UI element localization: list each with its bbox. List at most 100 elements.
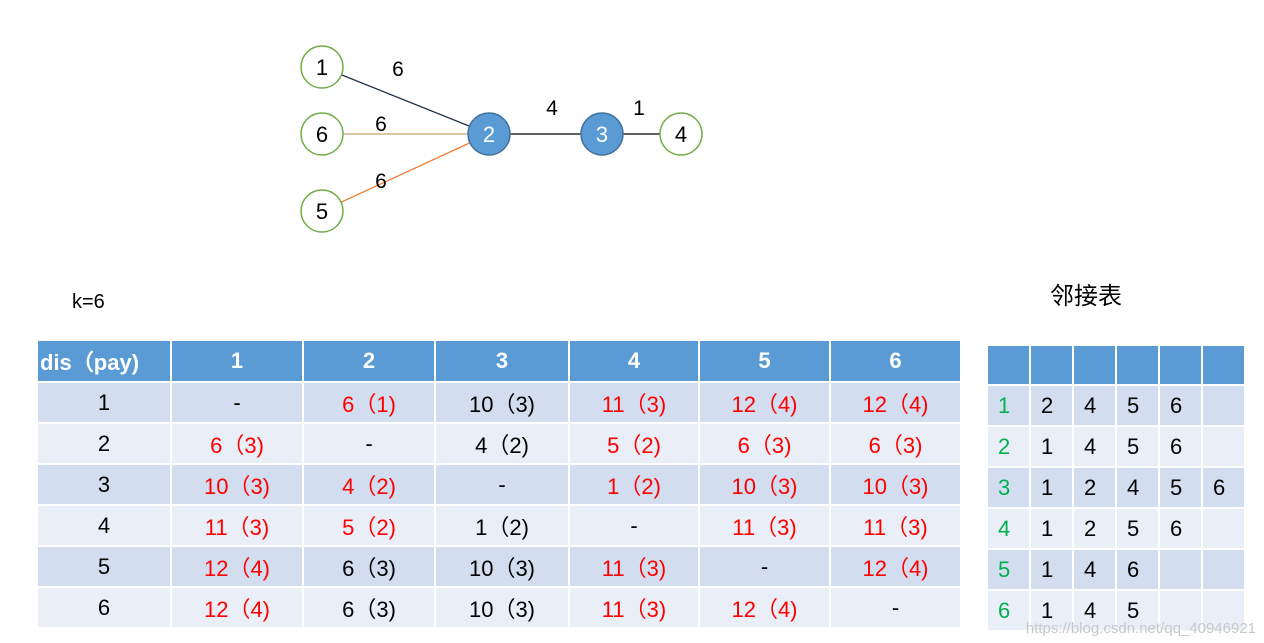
adjacency-neighbor: 6 xyxy=(1115,548,1160,591)
adjacency-neighbor xyxy=(1158,589,1203,632)
table-cell: - xyxy=(568,504,700,547)
adjacency-table-header xyxy=(986,344,1246,386)
adjacency-neighbor: 5 xyxy=(1115,384,1160,427)
table-cell: 12（4) xyxy=(698,381,831,424)
adjacency-neighbor: 2 xyxy=(1029,384,1074,427)
table-cell: 12（4) xyxy=(698,586,831,629)
header-col-1: 1 xyxy=(170,339,304,383)
table-cell: 6（3) xyxy=(829,422,962,465)
watermark: https://blog.csdn.net/qq_40946921 xyxy=(1025,620,1256,637)
node-4-label: 4 xyxy=(675,122,687,147)
table-cell: - xyxy=(698,545,831,588)
edge-1-2 xyxy=(321,66,490,135)
adjacency-neighbor: 4 xyxy=(1072,384,1117,427)
adjacency-neighbor: 5 xyxy=(1115,507,1160,550)
header-col-5: 5 xyxy=(698,339,831,383)
table-cell: 6（3) xyxy=(302,586,436,629)
table-cell: 6（3) xyxy=(698,422,831,465)
adjacency-neighbor: 4 xyxy=(1115,466,1160,509)
adjacency-neighbor xyxy=(1158,548,1203,591)
table-cell: 6（3) xyxy=(170,422,304,465)
node-2-circle xyxy=(467,112,511,156)
node-1-circle xyxy=(300,45,344,89)
row-label: 5 xyxy=(36,545,172,588)
table-row: 1-6（1)10（3)11（3)12（4)12（4) xyxy=(36,381,962,424)
header-col-2: 2 xyxy=(302,339,436,383)
node-3-circle xyxy=(580,112,624,156)
node-6-circle xyxy=(300,112,344,156)
table-cell: - xyxy=(302,422,436,465)
adjacency-neighbor: 6 xyxy=(1158,507,1203,550)
node-5-circle xyxy=(300,189,344,233)
adjacency-neighbor: 4 xyxy=(1072,425,1117,468)
edge-weight-3-4: 1 xyxy=(633,97,645,120)
node-6-label: 6 xyxy=(316,122,328,147)
adjacency-header-cell xyxy=(1201,344,1246,386)
adjacency-neighbor: 4 xyxy=(1072,589,1117,632)
adjacency-neighbor: 5 xyxy=(1158,466,1203,509)
table-cell: - xyxy=(829,586,962,629)
adjacency-head-node: 4 xyxy=(986,507,1031,550)
table-cell: 11（3) xyxy=(568,381,700,424)
table-cell: 10（3) xyxy=(434,545,570,588)
table-cell: 11（3) xyxy=(829,504,962,547)
table-cell: 4（2) xyxy=(302,463,436,506)
node-5-label: 5 xyxy=(316,199,328,224)
adjacency-neighbor: 5 xyxy=(1115,589,1160,632)
node-1-label: 1 xyxy=(316,55,328,80)
adjacency-neighbor: 5 xyxy=(1115,425,1160,468)
table-cell: 12（4) xyxy=(170,545,304,588)
edge-5-2 xyxy=(321,133,490,212)
adjacency-neighbor: 2 xyxy=(1072,466,1117,509)
table-cell: 12（4) xyxy=(170,586,304,629)
table-cell: - xyxy=(170,381,304,424)
adjacency-neighbor xyxy=(1201,589,1246,632)
node-2-label: 2 xyxy=(483,122,495,147)
header-col-3: 3 xyxy=(434,339,570,383)
table-cell: 11（3) xyxy=(170,504,304,547)
adjacency-header-cell xyxy=(986,344,1031,386)
adjacency-neighbor: 2 xyxy=(1072,507,1117,550)
row-label: 1 xyxy=(36,381,172,424)
edge-weight-6-2: 6 xyxy=(375,113,387,136)
adjacency-neighbor xyxy=(1201,507,1246,550)
adjacency-head-node: 3 xyxy=(986,466,1031,509)
table-cell: 10（3) xyxy=(434,381,570,424)
adjacency-neighbor xyxy=(1201,384,1246,427)
table-cell: 1（2) xyxy=(568,463,700,506)
header-col-4: 4 xyxy=(568,339,700,383)
adjacency-head-node: 6 xyxy=(986,589,1031,632)
adjacency-neighbor: 6 xyxy=(1158,425,1203,468)
edge-weight-1-2: 6 xyxy=(392,58,404,81)
adjacency-title: 邻接表 xyxy=(1050,283,1122,310)
table-cell: - xyxy=(434,463,570,506)
row-label: 4 xyxy=(36,504,172,547)
adjacency-head-node: 5 xyxy=(986,548,1031,591)
table-cell: 5（2) xyxy=(302,504,436,547)
table-cell: 10（3) xyxy=(829,463,962,506)
adjacency-neighbor: 4 xyxy=(1072,548,1117,591)
adjacency-neighbor xyxy=(1201,425,1246,468)
adjacency-neighbor: 1 xyxy=(1029,425,1074,468)
table-cell: 10（3) xyxy=(698,463,831,506)
table-cell: 1（2) xyxy=(434,504,570,547)
table-cell: 6（1) xyxy=(302,381,436,424)
adjacency-head-node: 1 xyxy=(986,384,1031,427)
node-3-label: 3 xyxy=(596,122,608,147)
adjacency-neighbor: 6 xyxy=(1201,466,1246,509)
node-4-circle xyxy=(659,112,703,156)
adjacency-neighbor: 6 xyxy=(1158,384,1203,427)
table-cell: 11（3) xyxy=(698,504,831,547)
adjacency-header-cell xyxy=(1158,344,1203,386)
header-corner: dis（pay) xyxy=(36,339,172,383)
